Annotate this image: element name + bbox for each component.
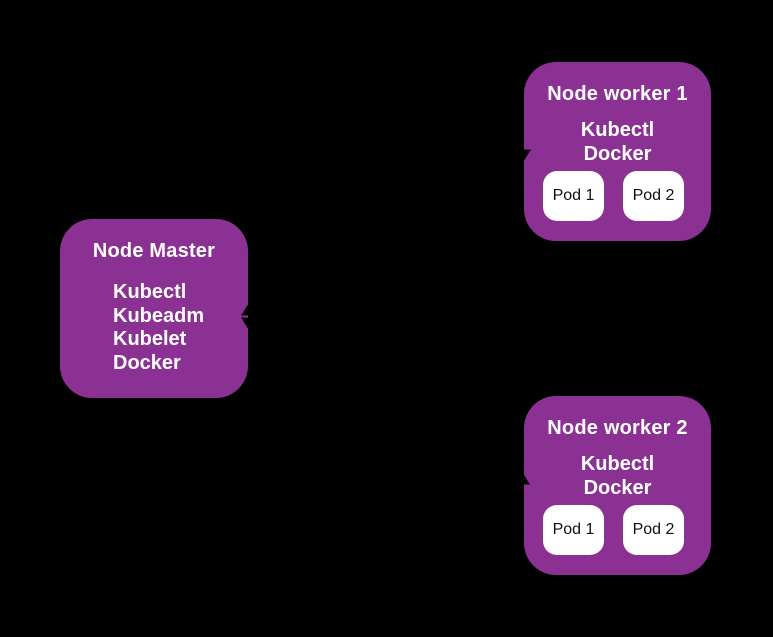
component-label: Kubectl <box>580 453 655 475</box>
component-label: Kubelet <box>113 328 187 350</box>
node-master-box: Node Master Kubectl Kubeadm Kubelet Dock… <box>60 219 248 398</box>
node-worker2-components: Kubectl Docker <box>524 452 711 500</box>
pod-label: Pod 2 <box>632 521 675 538</box>
arrow-master-worker1 <box>241 149 531 316</box>
node-master-components: Kubectl Kubeadm Kubelet Docker <box>113 281 204 375</box>
node-worker1-box: Node worker 1 Kubectl Docker Pod 1 Pod 2 <box>524 62 711 241</box>
node-worker2-pods: Pod 1 Pod 2 <box>543 505 684 555</box>
pod-label: Pod 1 <box>552 521 595 538</box>
worker2-pod2-box: Pod 2 <box>623 505 684 555</box>
node-worker1-title: Node worker 1 <box>547 83 688 105</box>
component-label: Docker <box>583 477 652 499</box>
node-worker1-components: Kubectl Docker <box>524 118 711 166</box>
component-label: Docker <box>113 351 181 374</box>
pod-label: Pod 1 <box>552 187 595 204</box>
pod-label: Pod 2 <box>632 187 675 204</box>
component-label: Kubectl <box>580 119 655 141</box>
worker1-pod1-box: Pod 1 <box>543 171 604 221</box>
node-worker2-box: Node worker 2 Kubectl Docker Pod 1 Pod 2 <box>524 396 711 575</box>
node-worker2-title: Node worker 2 <box>547 417 688 439</box>
worker1-pod2-box: Pod 2 <box>623 171 684 221</box>
component-label: Docker <box>583 143 652 165</box>
arrow-master-worker2 <box>241 317 530 485</box>
node-master-title: Node Master <box>92 240 216 262</box>
component-label: Kubeadm <box>113 304 205 327</box>
worker2-pod1-box: Pod 1 <box>543 505 604 555</box>
component-label: Kubectl <box>113 281 187 303</box>
node-worker1-pods: Pod 1 Pod 2 <box>543 171 684 221</box>
